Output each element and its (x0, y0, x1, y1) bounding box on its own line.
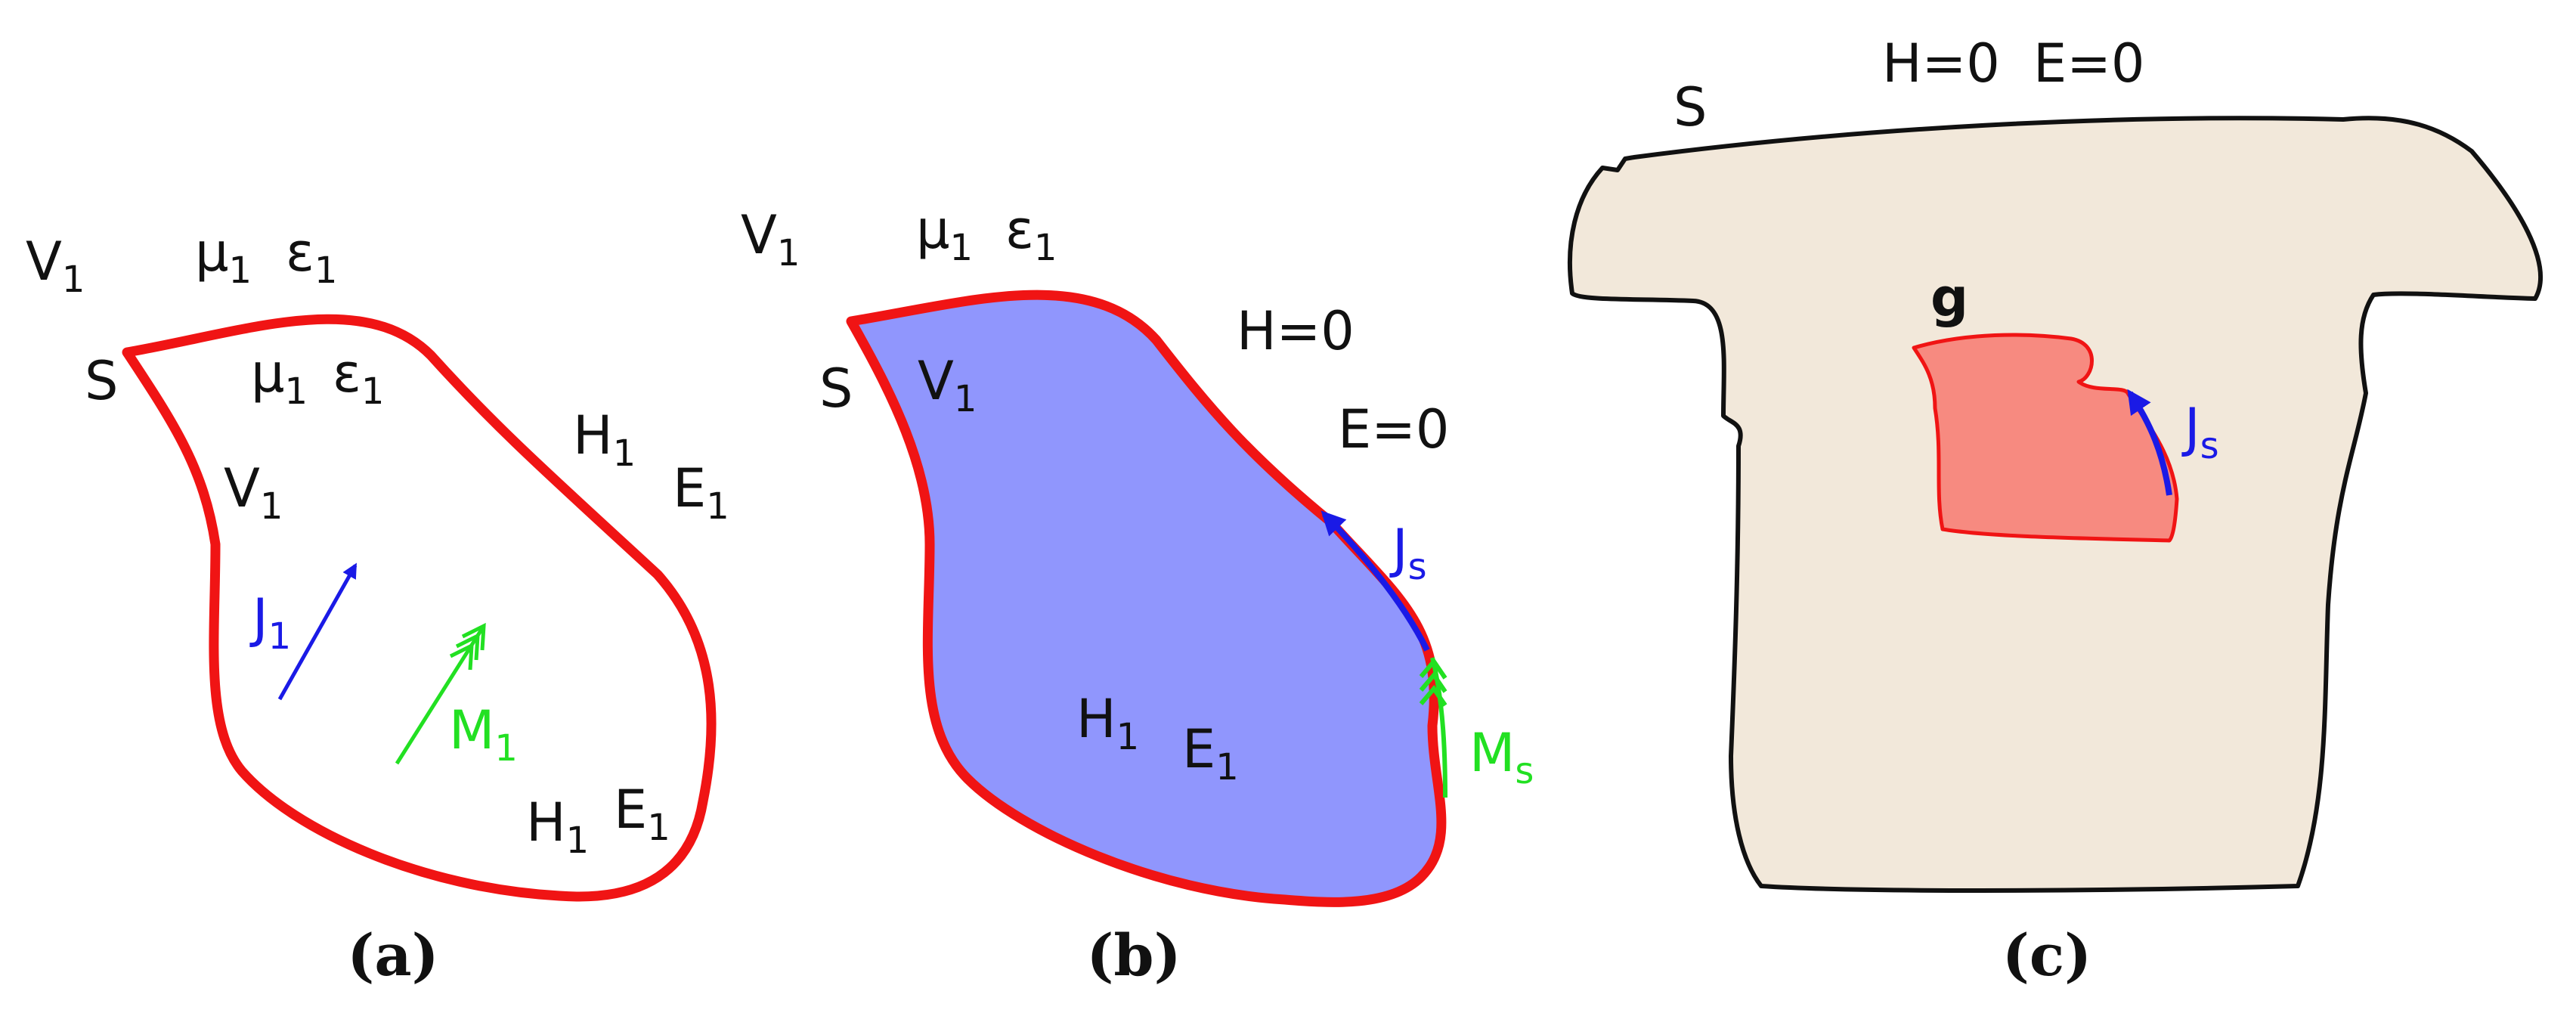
caption-b: (b) (1086, 922, 1181, 989)
caption-a: (a) (347, 922, 438, 989)
label-boundary-s-a: S (85, 350, 118, 412)
boundary-s-a (122, 314, 717, 902)
label-boundary-s-b: S (819, 358, 853, 420)
label-outer-mu1-a: μ1 (195, 222, 252, 292)
label-outer-eps1-a: ε1 (286, 222, 337, 292)
label-surface-current-js-c: Js (2181, 397, 2219, 467)
label-magnetic-m1: M1 (449, 699, 518, 770)
panel-c: S H=0 E=0 g Js (c) (1567, 33, 2543, 989)
label-outer-eps1-b: ε1 (1005, 199, 1057, 269)
label-boundary-s-c: S (1673, 76, 1707, 138)
caption-c: (c) (2002, 922, 2091, 989)
label-inner-h1-b: H1 (1076, 688, 1139, 758)
label-h-zero-c: H=0 (1882, 33, 2000, 94)
panel-a: V1 μ1 ε1 S μ1 ε1 V1 H1 E1 J1 M1 H1 E1 (a… (26, 222, 729, 989)
label-current-j1: J1 (249, 587, 291, 658)
label-outer-e1-a: E1 (673, 457, 729, 528)
label-inner-mu1-a: μ1 (251, 342, 308, 413)
label-inner-e1-a: E1 (614, 779, 670, 849)
label-inner-h1-a: H1 (526, 792, 589, 862)
label-e-zero-b: E=0 (1338, 398, 1449, 460)
label-inner-v1-b: V1 (918, 350, 977, 420)
label-surface-current-js-b: Js (1389, 518, 1427, 588)
label-outer-v1-b: V1 (741, 204, 800, 274)
label-inner-e1-b: E1 (1182, 718, 1239, 788)
surface-current-js-c (2127, 389, 2172, 496)
label-outer-mu1-b: μ1 (916, 199, 973, 269)
label-outer-h1-a: H1 (573, 404, 636, 475)
surface-current-js-b (1321, 510, 1430, 652)
region-v1-b (846, 290, 1447, 907)
label-h-zero-b: H=0 (1237, 300, 1355, 362)
label-region-g: g (1930, 267, 1968, 329)
label-outer-v1-a: V1 (26, 231, 85, 301)
label-inner-v1-a: V1 (224, 457, 283, 528)
label-inner-eps1-a: ε1 (333, 342, 384, 413)
region-g (1912, 333, 2179, 543)
panel-b: V1 μ1 ε1 S V1 H=0 E=0 Js Ms H1 E1 (b) (741, 199, 1534, 989)
current-arrow-j1 (277, 562, 358, 701)
surface-magnetic-current-ms-b (1419, 657, 1447, 798)
label-surface-magnetic-ms-b: Ms (1469, 722, 1534, 792)
label-e-zero-c: E=0 (2033, 33, 2144, 94)
magnetic-arrow-m1 (395, 622, 486, 765)
